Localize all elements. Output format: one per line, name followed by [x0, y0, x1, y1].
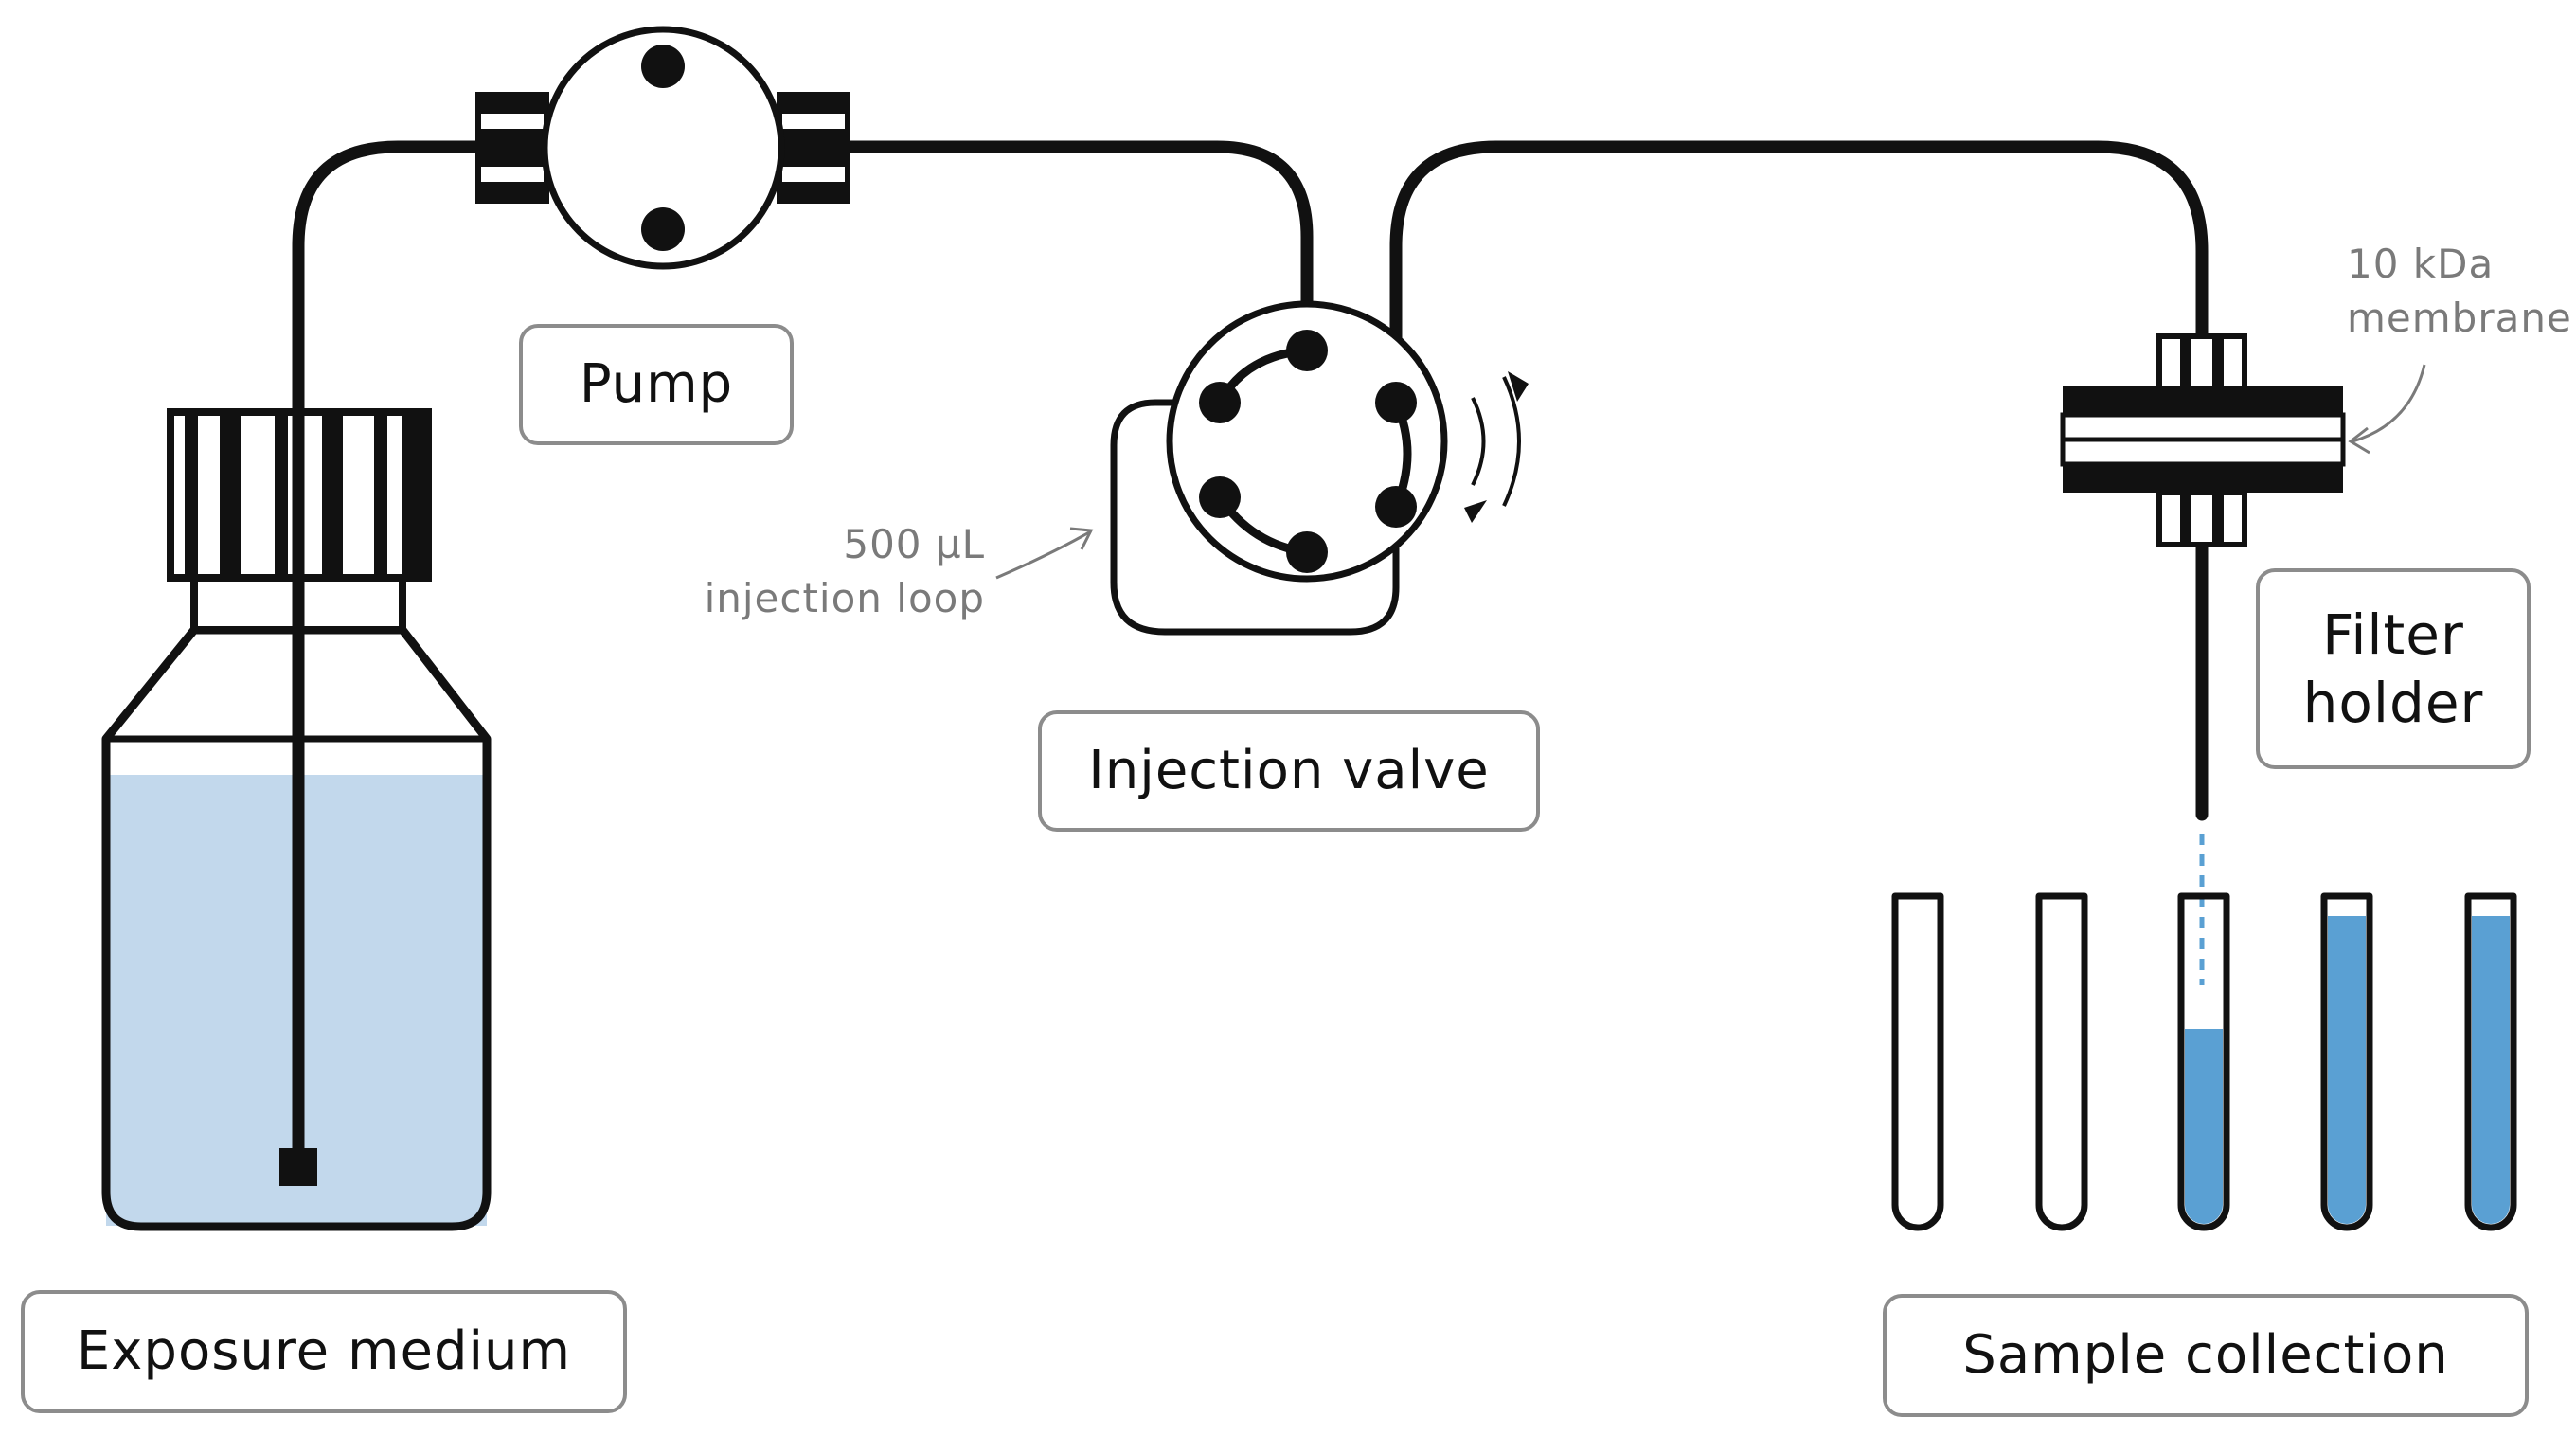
- tube-outline: [2035, 892, 2088, 1231]
- filter-housing-top: [2063, 386, 2343, 415]
- valve-port: [1375, 382, 1417, 423]
- test-tube-icon: [1891, 892, 1944, 1231]
- valve-port: [1375, 486, 1417, 528]
- test-tube-icon: [2320, 892, 2373, 1231]
- rotation-arrows-icon: [1471, 376, 1521, 507]
- sample-liquid: [2185, 1029, 2223, 1224]
- filter-holder-label: Filter holder: [2256, 568, 2531, 769]
- injection-loop: [1110, 399, 1400, 636]
- tube-outline: [1891, 892, 1944, 1231]
- valve-port: [1286, 531, 1328, 573]
- injection-loop-annotation-line2: injection loop: [704, 575, 985, 621]
- tube-bottle-to-pump: [292, 140, 485, 1167]
- loop-pointer-arrow: [995, 530, 1090, 580]
- test-tube-icon: [2464, 892, 2517, 1231]
- injection-loop-annotation: 500 µL injection loop: [701, 517, 985, 625]
- bottle-body: [101, 625, 492, 1231]
- membrane-pointer-arrow: [2352, 364, 2426, 443]
- membrane-annotation-line1: 10 kDa: [2347, 241, 2495, 287]
- filter-housing-bottom: [2063, 464, 2343, 493]
- pump-roller: [641, 45, 685, 88]
- tube-outline: [2464, 892, 2517, 1231]
- tube-outline: [2177, 892, 2230, 1231]
- sample-collection-label-text: Sample collection: [1962, 1324, 2449, 1386]
- six-port-valve-icon: [1110, 300, 1529, 636]
- annotation-arrows: [995, 364, 2426, 580]
- exposure-medium-label-text: Exposure medium: [76, 1320, 572, 1382]
- test-tube-icon: [2035, 892, 2088, 1231]
- rotation-arrowhead-icon: [1464, 500, 1487, 523]
- pump-head: [541, 26, 785, 270]
- pump-roller: [641, 207, 685, 251]
- pump-label-text: Pump: [579, 353, 734, 415]
- tube-pump-to-valve: [841, 140, 1314, 357]
- exposure-medium-label: Exposure medium: [21, 1290, 627, 1413]
- bottle-cap-ridges: [185, 412, 428, 578]
- pump-label: Pump: [519, 324, 794, 445]
- valve-port: [1199, 382, 1241, 423]
- tube-inlet-weight: [279, 1148, 317, 1186]
- filter-outlet-fitting: [2156, 490, 2247, 547]
- tubing: [292, 140, 2209, 1167]
- filter-inlet-fitting: [2156, 333, 2247, 391]
- rotation-arrowhead-icon: [1508, 371, 1529, 402]
- filter-holder-icon: [2060, 333, 2346, 547]
- filter-holder-label-line2: holder: [2302, 671, 2484, 735]
- tube-outline: [2320, 892, 2373, 1231]
- injection-valve-label: Injection valve: [1038, 710, 1540, 832]
- test-tube-icon: [2177, 892, 2230, 1231]
- valve-port: [1286, 330, 1328, 371]
- membrane-annotation-line2: membrane: [2347, 295, 2572, 341]
- sample-collection-label: Sample collection: [1883, 1294, 2529, 1417]
- pump-icon: [475, 26, 850, 270]
- sample-liquid: [2472, 916, 2510, 1224]
- injection-valve-label-text: Injection valve: [1088, 740, 1490, 801]
- injection-loop-annotation-line1: 500 µL: [843, 521, 985, 567]
- membrane-annotation: 10 kDa membrane: [2347, 237, 2572, 345]
- tube-valve-to-filter: [1389, 140, 2209, 404]
- valve-port: [1199, 476, 1241, 518]
- sample-tubes: [1891, 892, 2517, 1231]
- filter-holder-label-line1: Filter: [2322, 601, 2464, 667]
- sample-liquid: [2328, 916, 2366, 1224]
